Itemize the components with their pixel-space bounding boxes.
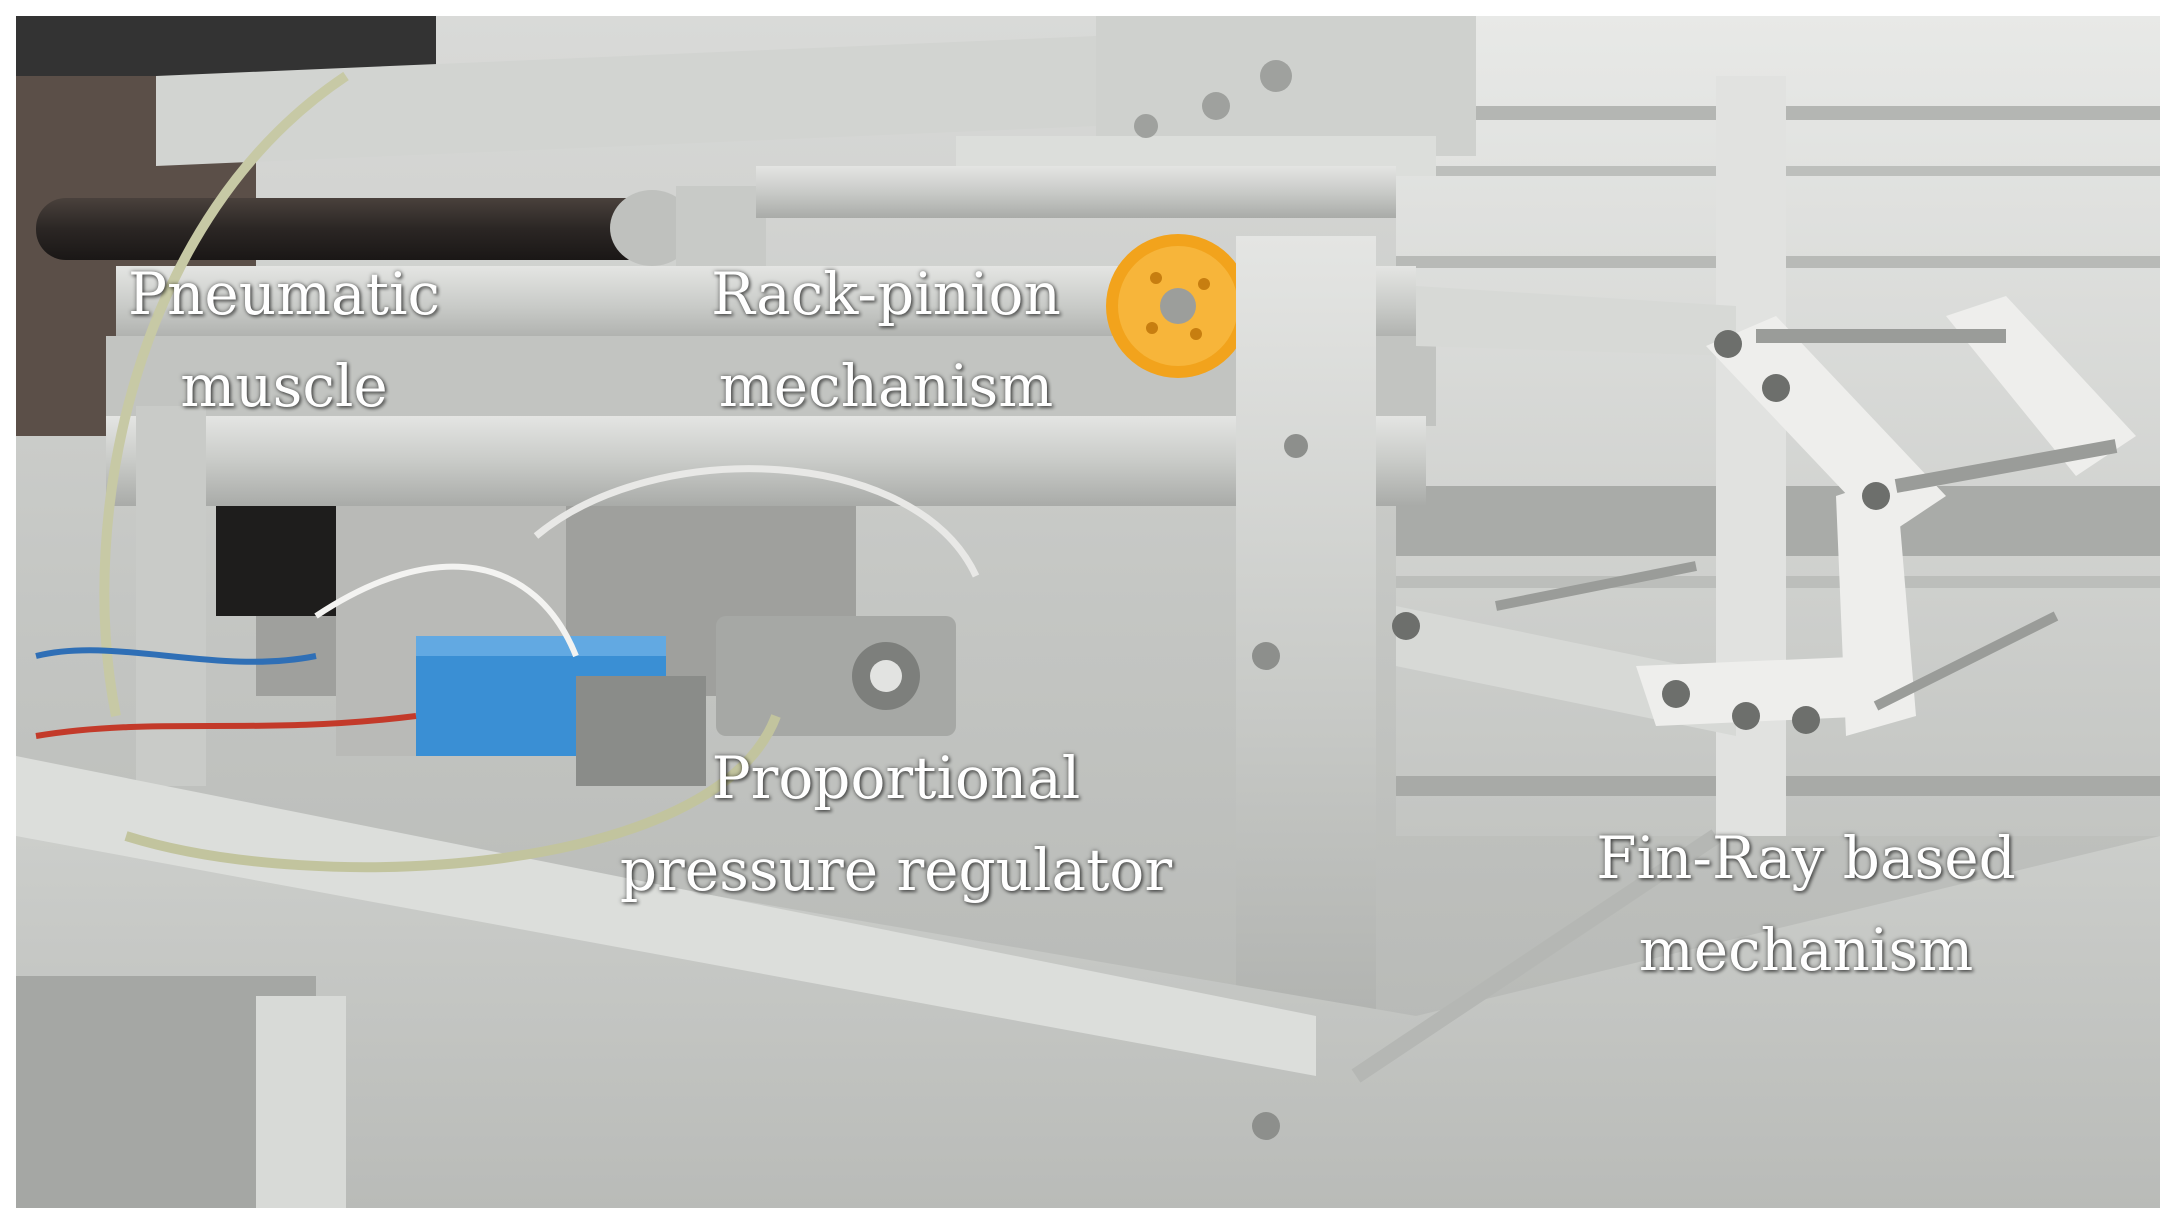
label-pressure-regulator: Proportional pressure regulator: [576, 732, 1216, 916]
label-pressure-regulator-line1: Proportional: [711, 744, 1081, 812]
rack-bar: [756, 166, 1396, 218]
label-fin-ray-line1: Fin-Ray based: [1596, 824, 2016, 892]
frame-post: [1236, 236, 1376, 1136]
label-rack-pinion-line1: Rack-pinion: [711, 260, 1061, 328]
label-fin-ray: Fin-Ray based mechanism: [1516, 812, 2096, 996]
fin-ray-mechanism: [1351, 76, 2136, 1083]
pressure-regulator: [336, 506, 956, 786]
label-rack-pinion-line2: mechanism: [718, 352, 1054, 420]
label-pneumatic-muscle: Pneumatic muscle: [94, 248, 474, 432]
label-pneumatic-muscle-line1: Pneumatic: [128, 260, 440, 328]
label-rack-pinion: Rack-pinion mechanism: [656, 248, 1116, 432]
pinion-gear: [1106, 234, 1250, 378]
apparatus-illustration: [16, 16, 2160, 1208]
apparatus-photo: Pneumatic muscle Rack-pinion mechanism P…: [16, 16, 2160, 1208]
label-pressure-regulator-line2: pressure regulator: [619, 836, 1173, 904]
label-fin-ray-line2: mechanism: [1638, 916, 1974, 984]
label-pneumatic-muscle-line2: muscle: [180, 352, 388, 420]
